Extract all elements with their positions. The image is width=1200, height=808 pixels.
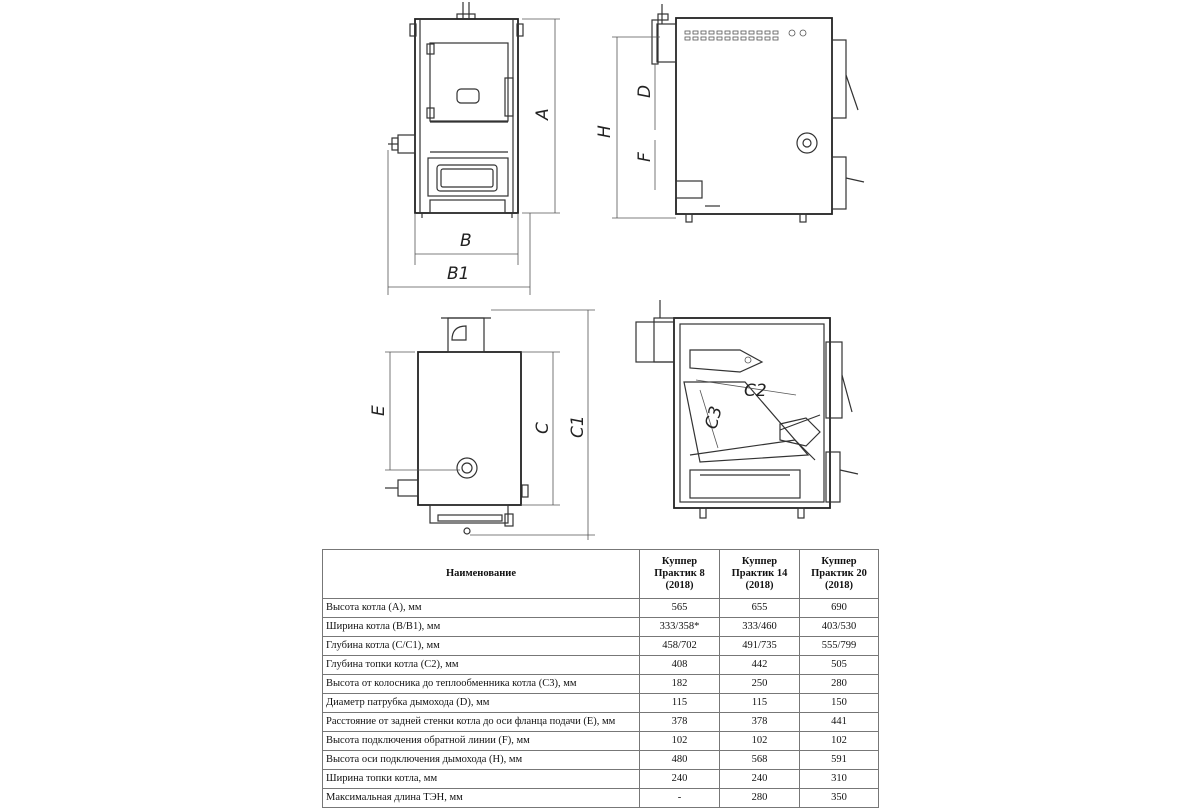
row-value: 350 xyxy=(799,788,879,808)
row-value: 115 xyxy=(639,693,720,713)
row-value: 690 xyxy=(799,598,879,618)
side-view-drawing xyxy=(612,4,865,223)
table-row: Ширина топки котла, мм 240 240 310 xyxy=(322,769,879,789)
row-value: 102 xyxy=(639,731,720,751)
header-model-2-line2: Практик 14 xyxy=(731,568,788,579)
section-view-drawing xyxy=(635,300,859,519)
table-row: Диаметр патрубка дымохода (D), мм 115 11… xyxy=(322,693,879,713)
row-value: 403/530 xyxy=(799,617,879,637)
dim-label-f: F xyxy=(635,152,655,162)
dim-label-a: A xyxy=(533,108,553,121)
row-value: 250 xyxy=(719,674,800,694)
table-row: Глубина котла (С/С1), мм 458/702 491/735… xyxy=(322,636,879,656)
technical-drawings: A B B1 H D F E C C1 C2 C3 xyxy=(369,2,865,540)
row-value: 102 xyxy=(719,731,800,751)
row-value: 568 xyxy=(719,750,800,770)
row-value: 240 xyxy=(639,769,720,789)
row-name: Ширина котла (В/В1), мм xyxy=(322,617,640,637)
table-row: Максимальная длина ТЭН, мм - 280 350 xyxy=(322,788,879,808)
specifications-table: Наименование Куппер Практик 8 (2018) Куп… xyxy=(322,549,879,808)
header-model-1-line2: Практик 8 xyxy=(654,568,705,579)
row-value: 565 xyxy=(639,598,720,618)
row-value: 408 xyxy=(639,655,720,675)
row-value: 491/735 xyxy=(719,636,800,656)
row-value: 115 xyxy=(719,693,800,713)
row-name: Высота оси подключения дымохода (Н), мм xyxy=(322,750,640,770)
row-value: 240 xyxy=(719,769,800,789)
row-value: 591 xyxy=(799,750,879,770)
row-value: 182 xyxy=(639,674,720,694)
row-value: 102 xyxy=(799,731,879,751)
dim-label-e: E xyxy=(369,405,389,416)
header-model-3-line3: (2018) xyxy=(825,580,853,591)
row-value: 555/799 xyxy=(799,636,879,656)
row-value: 150 xyxy=(799,693,879,713)
row-name: Ширина топки котла, мм xyxy=(322,769,640,789)
row-value: 280 xyxy=(799,674,879,694)
header-model-2: Куппер Практик 14 (2018) xyxy=(719,549,800,599)
row-value: 378 xyxy=(639,712,720,732)
header-model-1: Куппер Практик 8 (2018) xyxy=(639,549,720,599)
dim-label-b1: B1 xyxy=(447,264,469,284)
row-value: 378 xyxy=(719,712,800,732)
front-view-drawing xyxy=(387,2,560,295)
row-value: 458/702 xyxy=(639,636,720,656)
header-model-2-line3: (2018) xyxy=(745,580,774,591)
table-row: Расстояние от задней стенки котла до оси… xyxy=(322,712,879,732)
row-name: Диаметр патрубка дымохода (D), мм xyxy=(322,693,640,713)
row-name: Расстояние от задней стенки котла до оси… xyxy=(322,712,640,732)
table-header-row: Наименование Куппер Практик 8 (2018) Куп… xyxy=(322,549,879,599)
table-row: Высота оси подключения дымохода (Н), мм … xyxy=(322,750,879,770)
dim-label-c3: C3 xyxy=(702,404,727,431)
row-value: 655 xyxy=(719,598,800,618)
row-value: 333/358* xyxy=(639,617,720,637)
header-model-2-line1: Куппер xyxy=(741,556,778,567)
dim-label-d: D xyxy=(635,85,655,98)
dim-label-c1: C1 xyxy=(568,415,588,438)
row-value: 441 xyxy=(799,712,879,732)
table-row: Высота подключения обратной линии (F), м… xyxy=(322,731,879,751)
row-value: 442 xyxy=(719,655,800,675)
row-value: 480 xyxy=(639,750,720,770)
header-model-3: Куппер Практик 20 (2018) xyxy=(799,549,879,599)
row-name: Максимальная длина ТЭН, мм xyxy=(322,788,640,808)
table-row: Ширина котла (В/В1), мм 333/358* 333/460… xyxy=(322,617,879,637)
table-row: Глубина топки котла (С2), мм 408 442 505 xyxy=(322,655,879,675)
table-row: Высота от колосника до теплообменника ко… xyxy=(322,674,879,694)
dim-label-c2: C2 xyxy=(744,381,767,401)
header-model-3-line1: Куппер xyxy=(821,556,857,567)
row-value: 280 xyxy=(719,788,800,808)
header-model-3-line2: Практик 20 xyxy=(811,568,867,579)
row-value: - xyxy=(639,788,720,808)
header-model-1-line3: (2018) xyxy=(665,580,694,591)
dim-label-h: H xyxy=(595,125,615,138)
row-name: Глубина топки котла (С2), мм xyxy=(322,655,640,675)
row-value: 505 xyxy=(799,655,879,675)
top-view-drawing xyxy=(385,309,595,540)
row-value: 310 xyxy=(799,769,879,789)
dim-label-b: B xyxy=(460,231,472,251)
header-name: Наименование xyxy=(322,549,640,599)
dim-label-c: C xyxy=(533,422,553,434)
row-name: Глубина котла (С/С1), мм xyxy=(322,636,640,656)
table-row: Высота котла (А), мм 565 655 690 xyxy=(322,598,879,618)
header-model-1-line1: Куппер xyxy=(661,556,698,567)
row-name: Высота котла (А), мм xyxy=(322,598,640,618)
row-name: Высота подключения обратной линии (F), м… xyxy=(322,731,640,751)
row-name: Высота от колосника до теплообменника ко… xyxy=(322,674,640,694)
row-value: 333/460 xyxy=(719,617,800,637)
